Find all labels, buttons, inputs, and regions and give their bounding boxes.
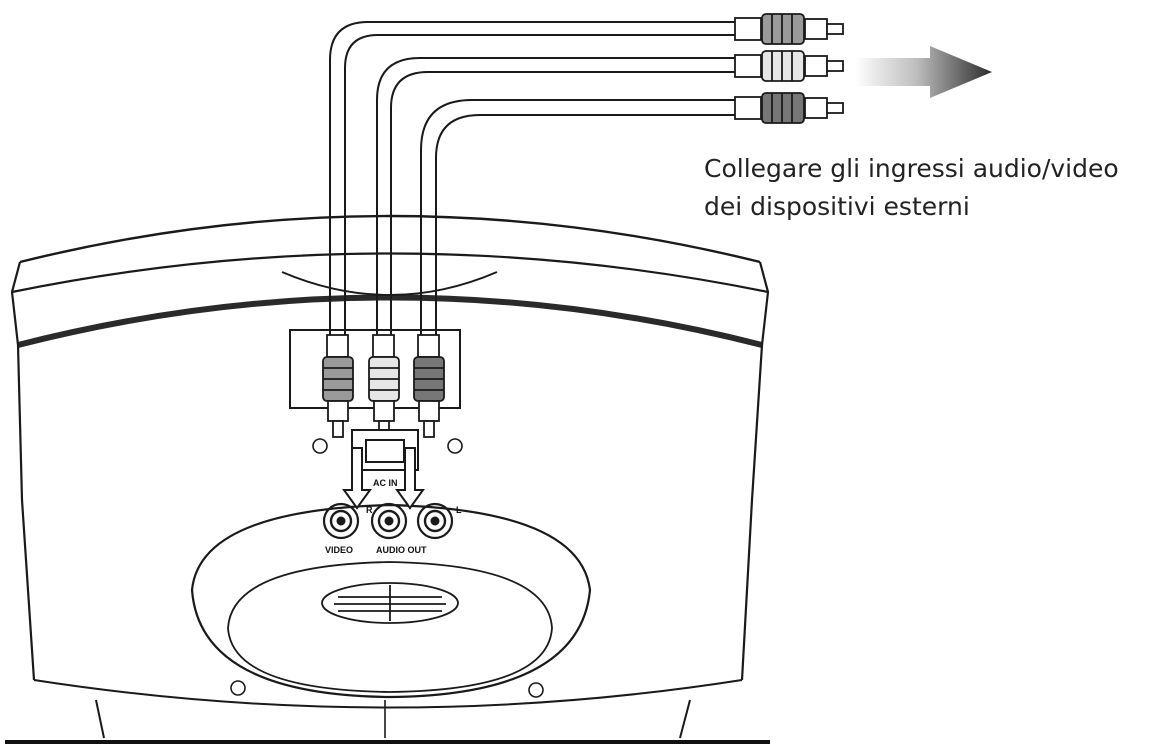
label-audio-out: AUDIO OUT — [376, 545, 427, 555]
ac-in-socket — [351, 429, 419, 471]
caption-line-2: dei dispositivi esterni — [704, 192, 970, 221]
rca-plug-icon — [322, 334, 354, 438]
rca-plug-icon — [734, 50, 844, 82]
jack-audio-left — [416, 502, 454, 540]
label-video: VIDEO — [325, 545, 353, 555]
caption: Collegare gli ingressi audio/video dei d… — [704, 150, 1144, 226]
label-right: R — [366, 505, 373, 515]
right-arrow-icon — [855, 46, 992, 98]
label-left: L — [456, 505, 462, 515]
rca-plug-icon — [413, 334, 445, 438]
label-ac-in: AC IN — [373, 478, 398, 488]
caption-line-1: Collegare gli ingressi audio/video — [704, 154, 1119, 183]
rca-plug-icon — [734, 92, 844, 124]
jack-audio-right — [370, 502, 408, 540]
down-arrow-icon — [342, 447, 372, 510]
speaker-grille — [321, 582, 459, 624]
cables — [329, 21, 735, 335]
rca-plug-icon — [368, 334, 400, 438]
rear-panel — [190, 503, 592, 699]
jack-video — [322, 502, 360, 540]
rca-plug-icon — [734, 13, 844, 45]
down-arrow-icon — [395, 447, 425, 510]
